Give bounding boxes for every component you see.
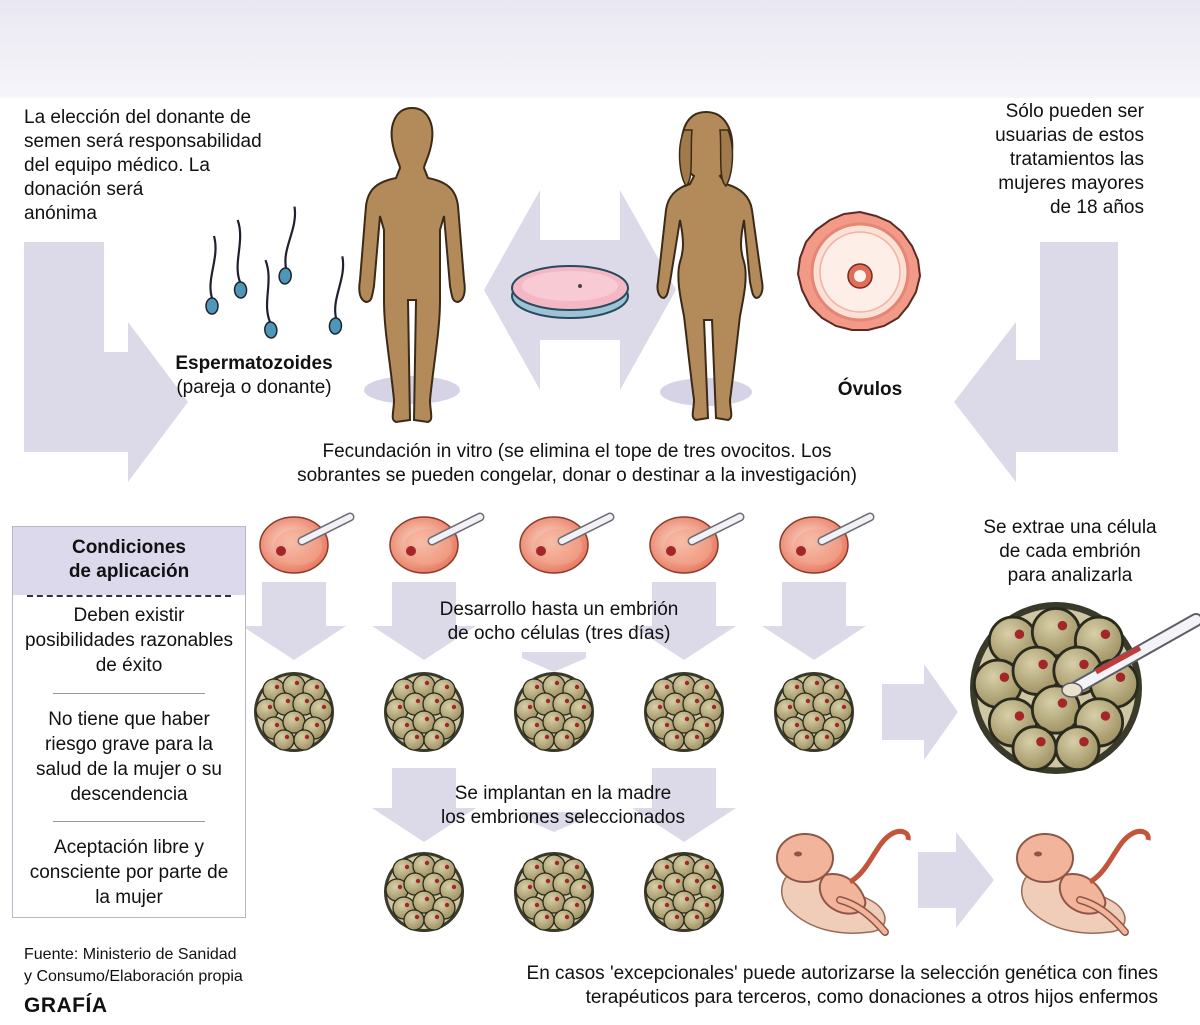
fecundation-text: Fecundación in vitro (se elimina el tope… [297,441,857,486]
condition-item: No tiene que haber riesgo grave para la … [36,709,222,805]
left-arrow [24,242,188,482]
conditions-title-line-2: de aplicación [68,561,190,582]
ovules-label: Óvulos [837,379,903,400]
condition-separator [53,693,205,694]
development-text: Desarrollo hasta un embrión de ocho célu… [439,599,679,644]
down-arrows [242,582,866,842]
fetus-arrow [918,832,994,928]
biopsy-embryo-icon [968,600,1144,776]
to-biopsy-arrow [882,664,958,760]
conditions-header: Condiciones de aplicación [13,527,245,595]
age-requirement-note: Sólo pueden ser usuarias de estos tratam… [995,101,1144,218]
implanted-embryos [383,851,725,933]
embryo-row [253,671,855,753]
fertilization-row [260,517,870,573]
condition-separator [53,821,205,822]
condition-item: Deben existir posibilidades razonables d… [24,605,234,676]
donor-note: La elección del donante de semen será re… [24,107,262,224]
condition-item: Aceptación libre y consciente por parte … [29,837,229,908]
fetus-icon [777,831,908,933]
woman-figure-icon [656,110,764,422]
extraction-text: Se extrae una célula de cada embrión par… [983,517,1157,586]
implant-text: Se implantan en la madre los embriones s… [441,783,685,828]
bottom-note: En casos 'excepcionales' puede autorizar… [526,963,1158,1008]
top-band [0,0,1200,98]
petri-dish-icon [511,265,629,319]
ovule-icon [796,210,922,331]
right-arrow [954,242,1118,482]
biopsy-pipette-icon [1061,613,1200,698]
man-figure-icon [358,106,466,424]
conditions-panel: Condiciones de aplicación Deben existir … [12,526,246,918]
conditions-divider [27,595,231,597]
conditions-title-line-1: Condiciones [71,537,186,558]
sperm-sublabel: (pareja o donante) [176,377,332,398]
source-credit: Fuente: Ministerio de Sanidad y Consumo/… [24,946,243,985]
sperm-label: Espermatozoides [175,353,333,374]
brand-logo: GRAFÍA [24,994,108,1017]
fetus-icon-2 [1017,831,1148,933]
